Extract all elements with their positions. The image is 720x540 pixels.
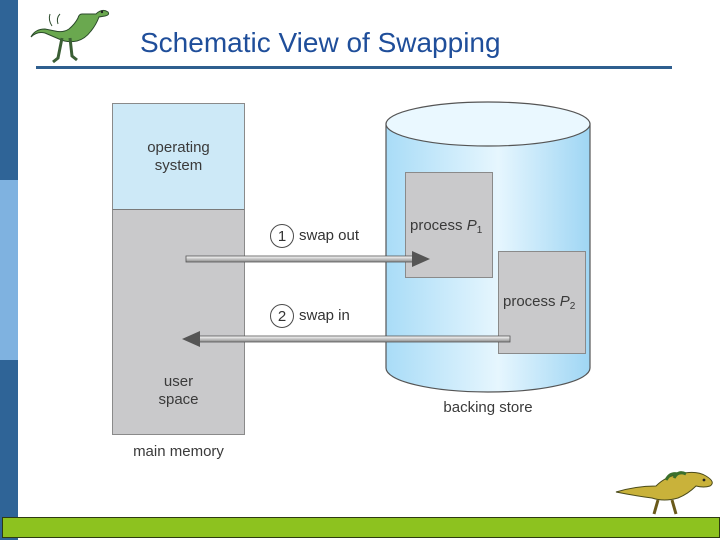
page-title: Schematic View of Swapping <box>140 27 501 58</box>
footer-bar <box>2 517 720 538</box>
swap-out-label: swap out <box>299 227 360 244</box>
step-2-badge: 2 <box>270 304 294 328</box>
sidebar-strip <box>0 0 18 540</box>
operating-system-region <box>112 103 245 209</box>
backing-store-caption: backing store <box>443 399 533 416</box>
user-space-label: user space <box>158 373 199 408</box>
process-p1-box: process P1 <box>405 172 493 278</box>
title-underline <box>36 66 672 69</box>
dinosaur-icon <box>615 471 713 515</box>
step-1-badge: 1 <box>270 224 294 248</box>
os-label: operating system <box>147 139 210 174</box>
swap-in-label: swap in <box>299 307 350 324</box>
dinosaur-icon <box>30 9 110 64</box>
user-space-region <box>112 209 245 435</box>
process-p2-box: process P2 <box>498 251 586 354</box>
main-memory-caption: main memory <box>133 443 224 460</box>
